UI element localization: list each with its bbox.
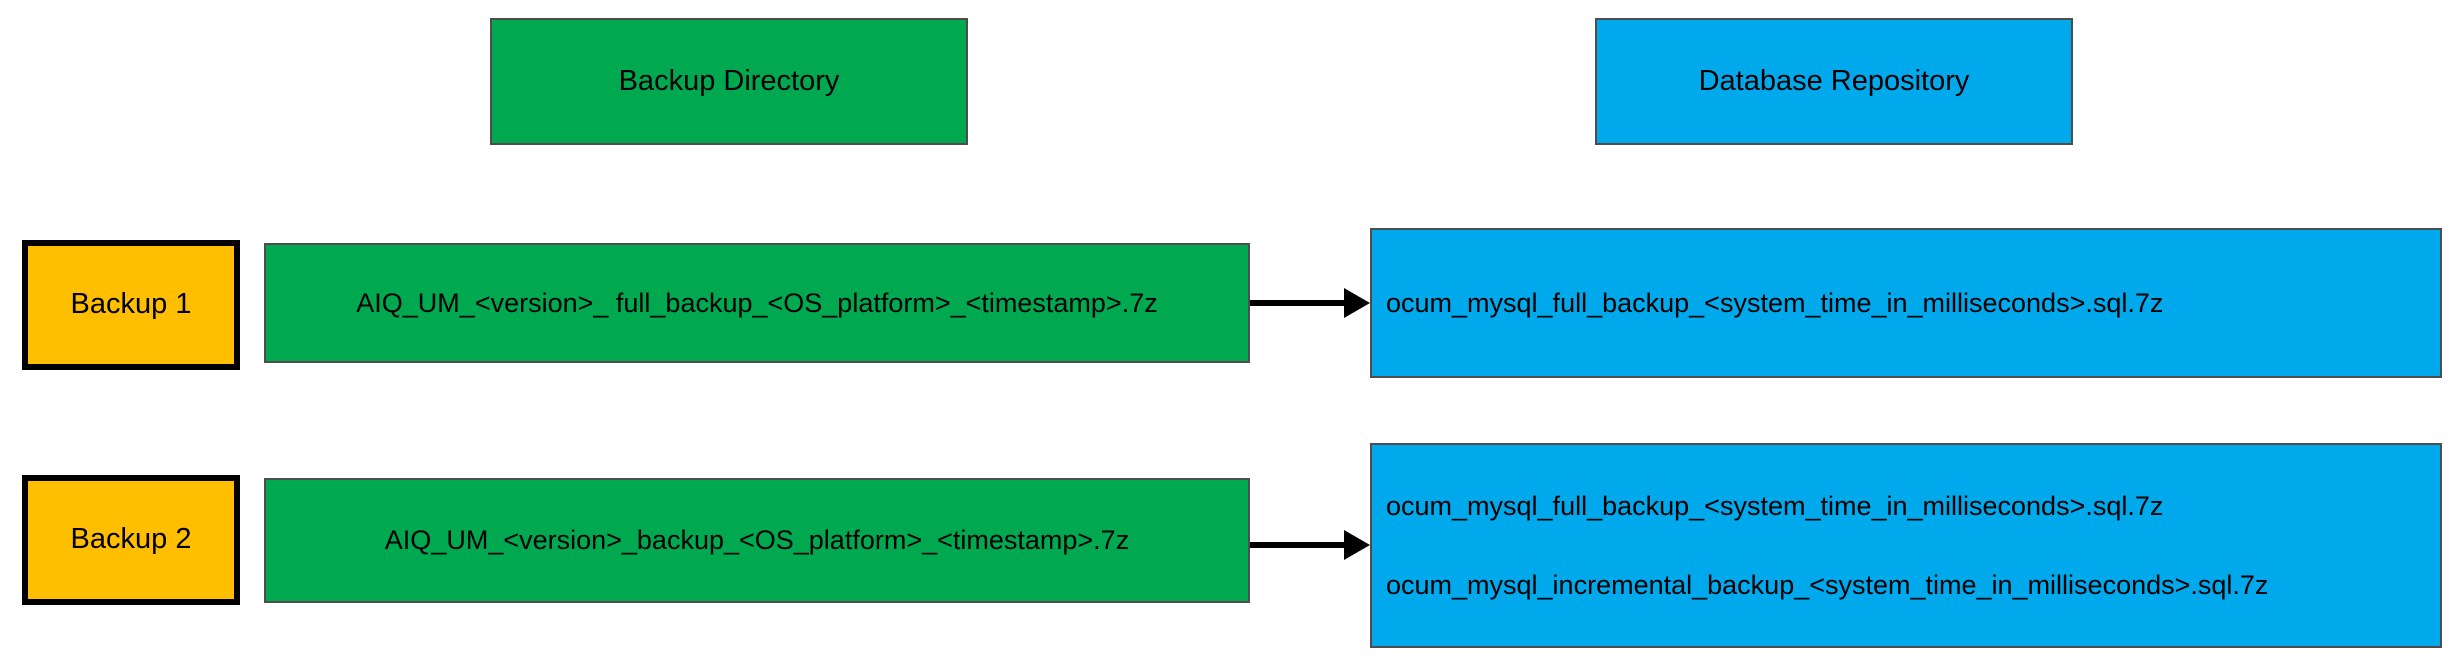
arrow-shaft-row-2: [1250, 542, 1346, 548]
column-header-database-repository-label: Database Repository: [1698, 64, 1970, 97]
repository-file-box-row-2: ocum_mysql_full_backup_<system_time_in_m…: [1370, 443, 2442, 648]
arrow-shaft-row-1: [1250, 300, 1346, 306]
backup-file-box-row-2: AIQ_UM_<version>_backup_<OS_platform>_<t…: [264, 478, 1250, 603]
backup-file-name-row-2: AIQ_UM_<version>_backup_<OS_platform>_<t…: [384, 525, 1130, 556]
arrow-head-row-2: [1344, 530, 1370, 560]
arrow-head-row-1: [1344, 288, 1370, 318]
repository-file-name-row-2-line-2: ocum_mysql_incremental_backup_<system_ti…: [1386, 569, 2269, 600]
source-box-backup-1-label: Backup 1: [70, 288, 192, 321]
column-header-backup-directory-label: Backup Directory: [618, 64, 840, 97]
repository-file-name-row-2-line-1: ocum_mysql_full_backup_<system_time_in_m…: [1386, 491, 2164, 522]
backup-file-box-row-1: AIQ_UM_<version>_ full_backup_<OS_platfo…: [264, 243, 1250, 363]
column-header-database-repository: Database Repository: [1595, 18, 2073, 145]
source-box-backup-1: Backup 1: [22, 240, 240, 370]
backup-file-name-row-1: AIQ_UM_<version>_ full_backup_<OS_platfo…: [356, 287, 1158, 318]
repository-file-name-row-1-line-1: ocum_mysql_full_backup_<system_time_in_m…: [1386, 287, 2164, 318]
source-box-backup-2-label: Backup 2: [70, 523, 192, 556]
repository-file-box-row-1: ocum_mysql_full_backup_<system_time_in_m…: [1370, 228, 2442, 378]
column-header-backup-directory: Backup Directory: [490, 18, 968, 145]
source-box-backup-2: Backup 2: [22, 475, 240, 605]
